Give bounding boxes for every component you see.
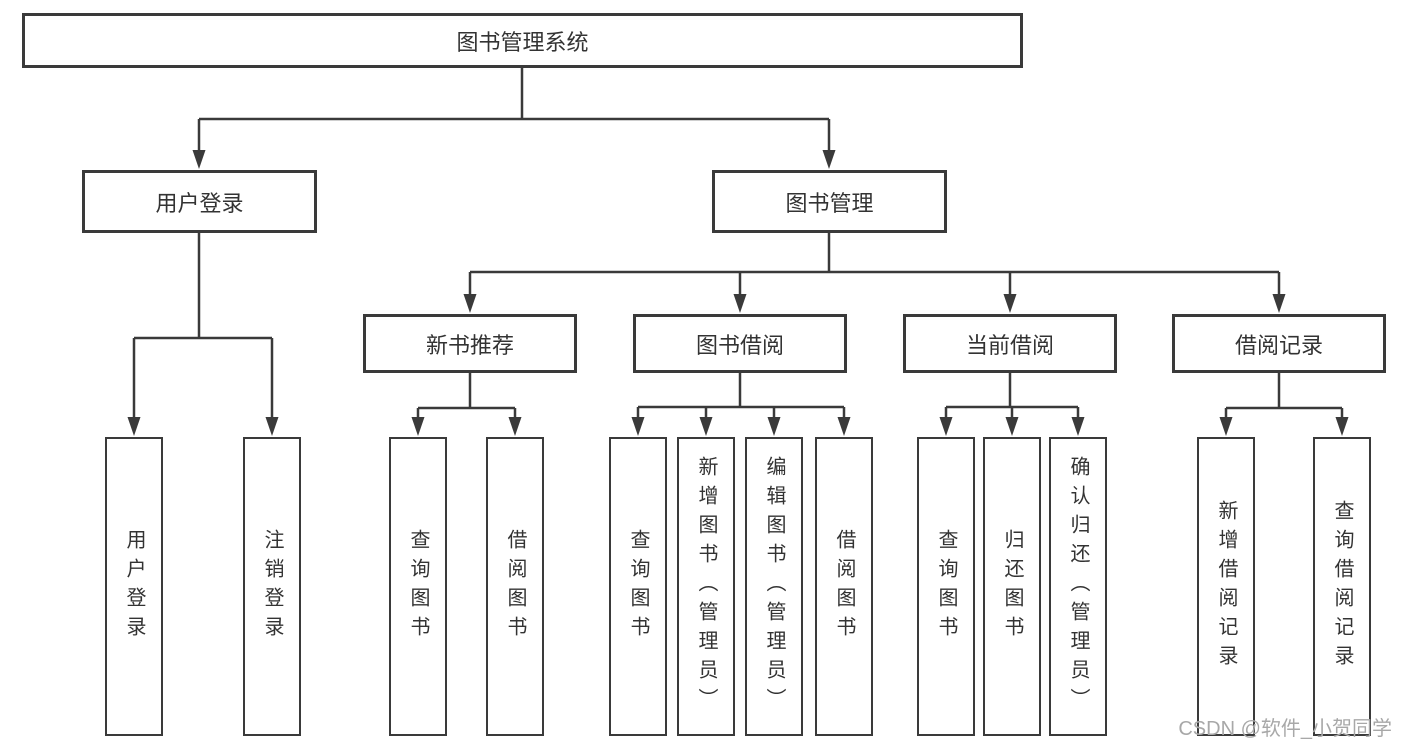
node-leaf-add-books-admin: 新增图书（管理员） — [677, 437, 735, 736]
node-label: 用户登录 — [155, 190, 244, 216]
node-leaf-confirm-return-admin: 确认归还（管理员） — [1049, 437, 1107, 736]
node-label: 借阅图书 — [833, 528, 855, 645]
node-leaf-logout: 注销登录 — [243, 437, 301, 736]
node-leaf-query-books-recommend: 查询图书 — [389, 437, 447, 736]
node-leaf-edit-books-admin: 编辑图书（管理员） — [745, 437, 803, 736]
node-label: 查询图书 — [935, 528, 957, 645]
node-label: 借阅记录 — [1234, 332, 1323, 358]
node-new-book-recommend: 新书推荐 — [363, 314, 577, 373]
node-label: 图书借阅 — [695, 332, 784, 358]
node-label: 新增图书（管理员） — [695, 456, 717, 717]
node-leaf-borrow-books: 借阅图书 — [815, 437, 873, 736]
node-leaf-query-books-borrow: 查询图书 — [609, 437, 667, 736]
node-label: 当前借阅 — [965, 332, 1054, 358]
node-root-system: 图书管理系统 — [22, 13, 1023, 68]
node-label: 借阅图书 — [504, 528, 526, 645]
node-label: 图书管理系统 — [456, 29, 589, 55]
node-user-login-branch: 用户登录 — [82, 170, 317, 233]
node-leaf-return-books: 归还图书 — [983, 437, 1041, 736]
node-book-management-branch: 图书管理 — [712, 170, 947, 233]
node-label: 查询图书 — [407, 528, 429, 645]
node-leaf-query-books-current: 查询图书 — [917, 437, 975, 736]
node-label: 归还图书 — [1001, 528, 1023, 645]
node-label: 新书推荐 — [425, 332, 514, 358]
node-borrow-records: 借阅记录 — [1172, 314, 1386, 373]
node-label: 新增借阅记录 — [1215, 499, 1237, 674]
node-leaf-borrow-books-recommend: 借阅图书 — [486, 437, 544, 736]
node-book-borrow: 图书借阅 — [633, 314, 847, 373]
node-label: 编辑图书（管理员） — [763, 456, 785, 717]
node-leaf-query-borrow-record: 查询借阅记录 — [1313, 437, 1371, 736]
node-leaf-user-login: 用户登录 — [105, 437, 163, 736]
csdn-watermark: CSDN @软件_小贺同学 — [1178, 718, 1392, 740]
node-label: 查询图书 — [627, 528, 649, 645]
node-leaf-add-borrow-record: 新增借阅记录 — [1197, 437, 1255, 736]
node-label: 图书管理 — [785, 190, 874, 216]
node-label: 注销登录 — [261, 528, 283, 645]
node-label: 用户登录 — [123, 528, 145, 645]
node-label: 查询借阅记录 — [1331, 499, 1353, 674]
node-current-borrow: 当前借阅 — [903, 314, 1117, 373]
node-label: 确认归还（管理员） — [1067, 456, 1089, 717]
